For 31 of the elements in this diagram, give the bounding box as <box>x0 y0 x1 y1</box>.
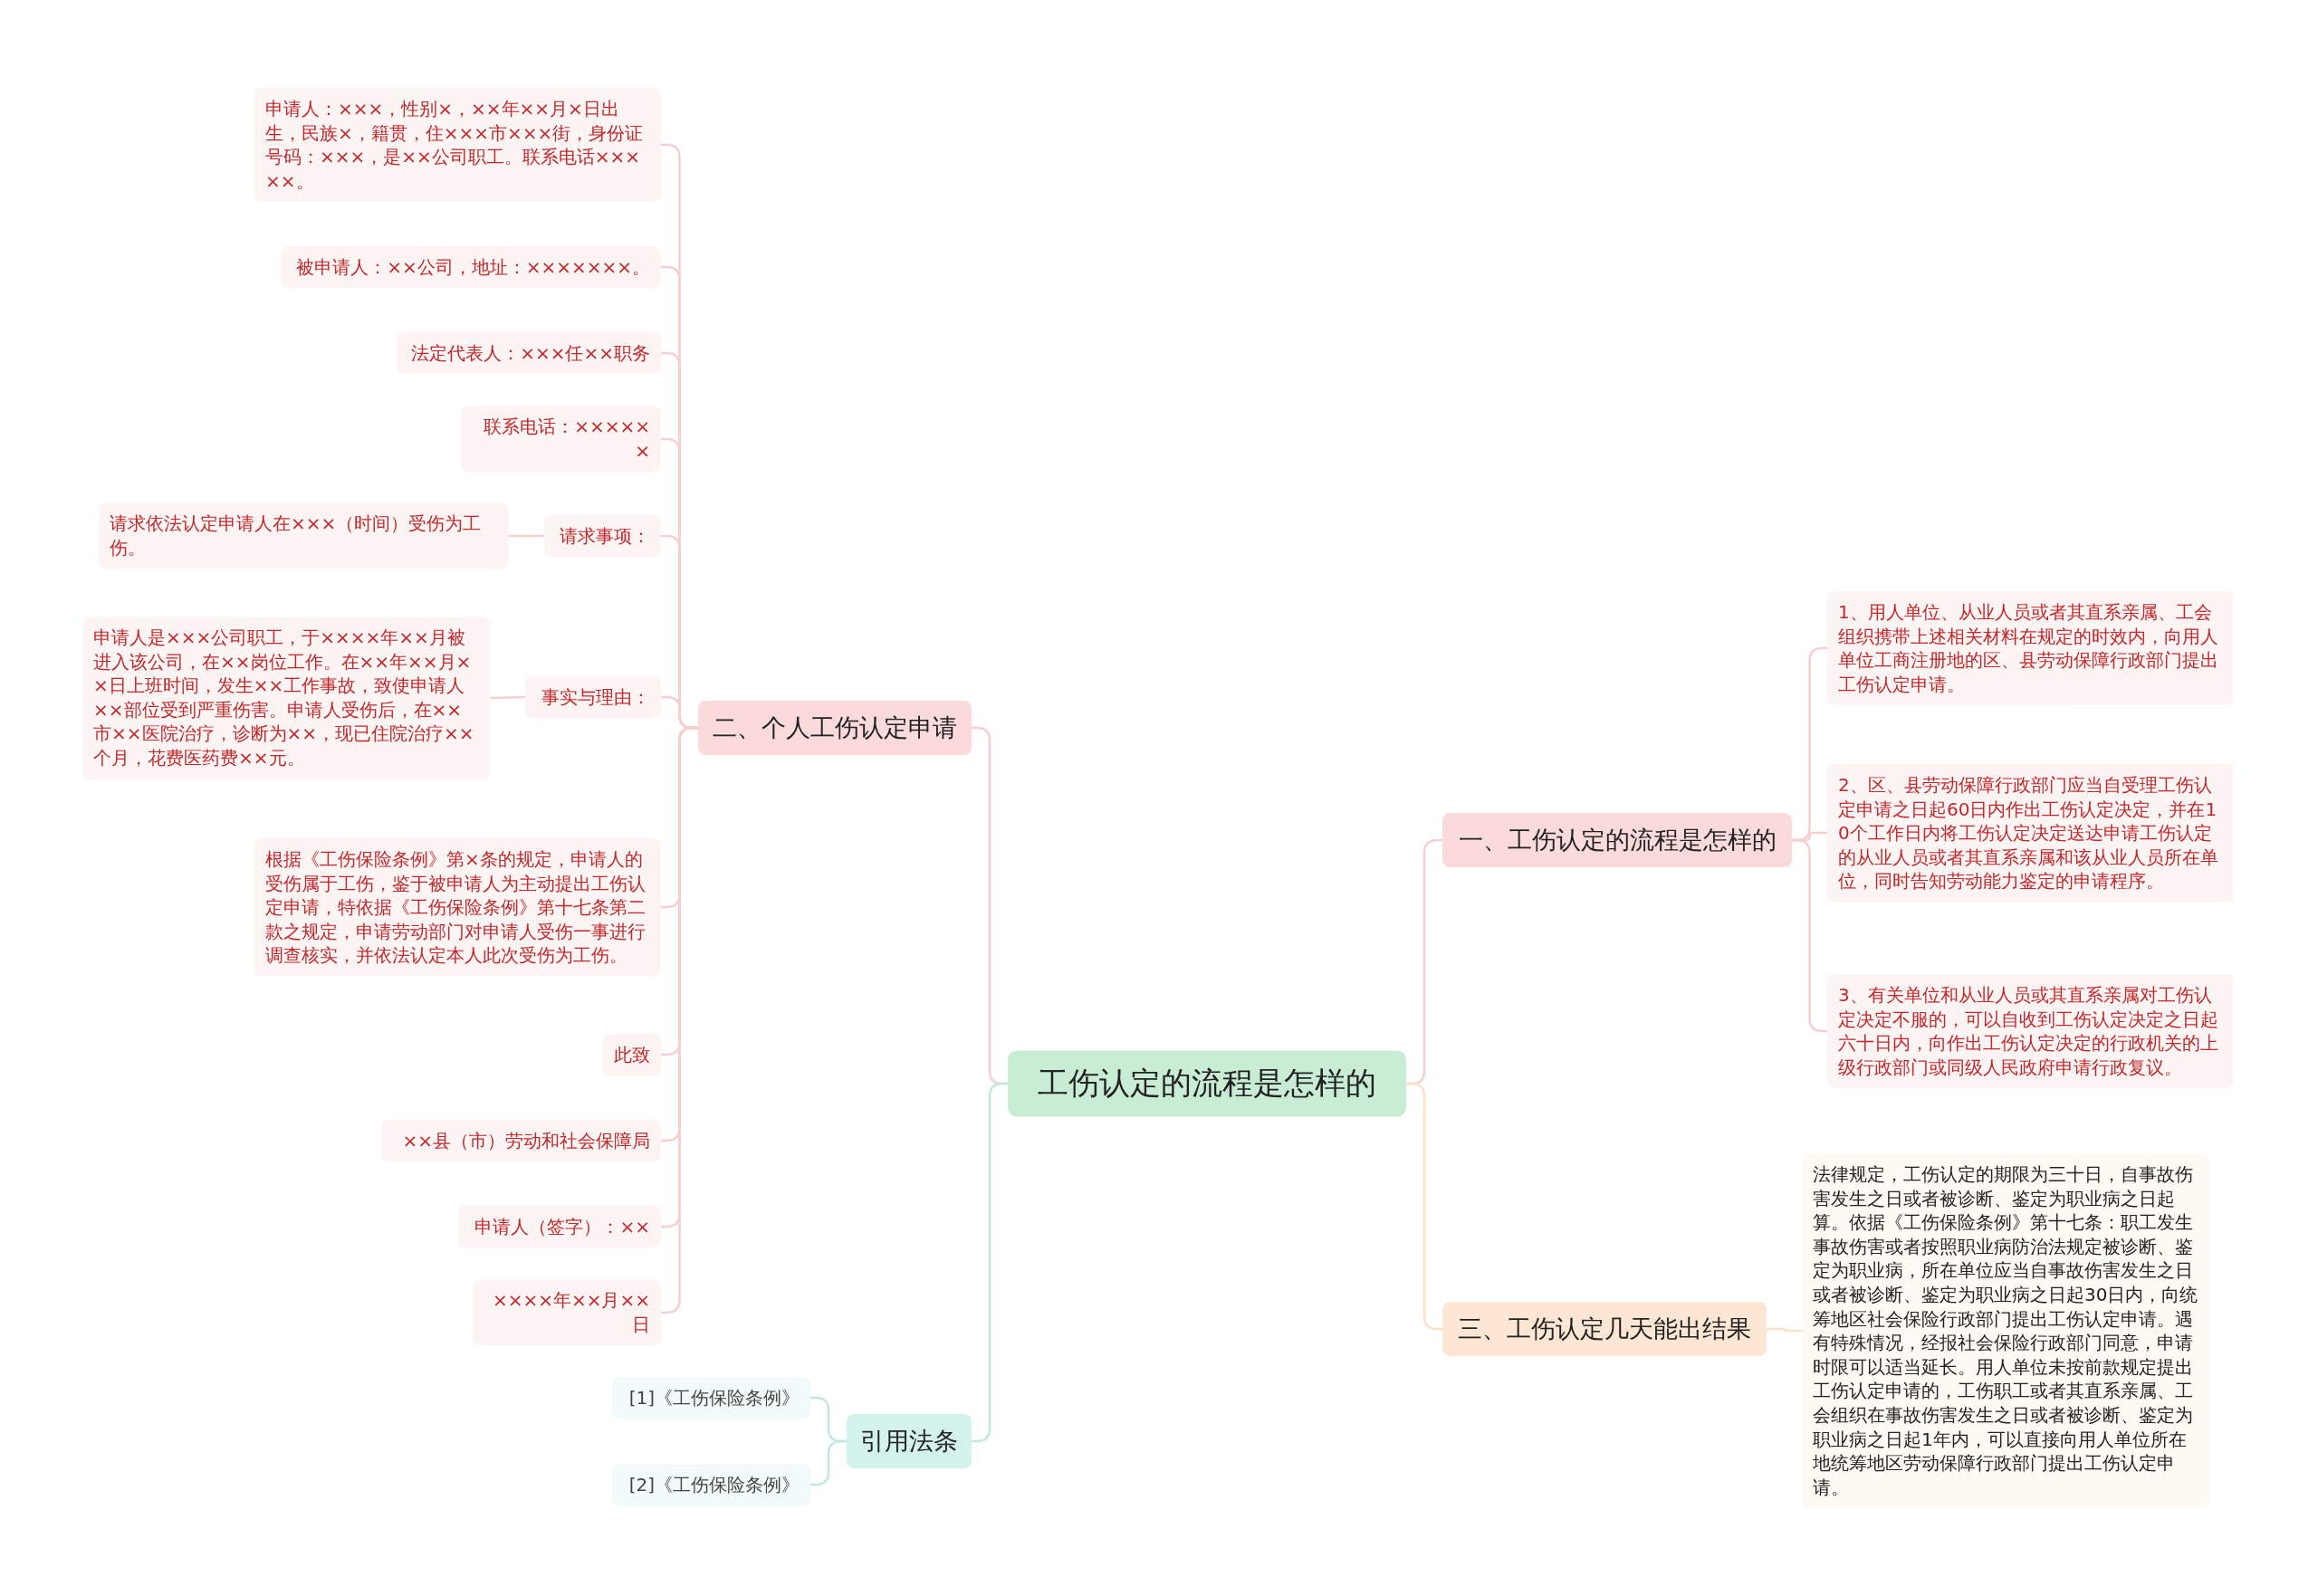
branch-topic: 三、工伤认定几天能出结果 <box>1442 1302 1767 1356</box>
branch-topic: 二、个人工伤认定申请 <box>698 701 972 755</box>
subtopic-box: 1、用人单位、从业人员或者其直系亲属、工会组织携带上述相关材料在规定的时效内，向用人单位工商注册地的区、县劳动保障行政部门提出工伤认定申请。 <box>1827 590 2234 706</box>
subtopic-box: 法定代表人：×××任××职务 <box>397 331 661 375</box>
connector-line <box>1406 1082 1442 1331</box>
subtopic-box: 2、区、县劳动保障行政部门应当自受理工伤认定申请之日起60日内作出工伤认定决定，并在10个工作日内将工伤认定决定送达申请工伤认定的从业人员或者其直系亲属和该从业人员所在单位，同时告知劳动能力鉴定的申请程序。 <box>1827 763 2234 903</box>
connector-line <box>489 695 526 700</box>
subtopic-box: 3、有关单位和从业人员或其直系亲属对工伤认定决定不服的，可以自收到工伤认定决定之日起六十日内，向作出工伤认定决定的行政机关的上级行政部门或同级人民政府申请行政复议。 <box>1827 973 2234 1089</box>
subtopic-box: ××××年××月××日 <box>473 1279 661 1346</box>
subtopic-box: 申请人：×××，性别×，××年××月×日出生，民族×，籍贯，住×××市×××街，身份证号码：×××，是××公司职工。联系电话×××××。 <box>254 87 661 203</box>
subtopic-box: 根据《工伤保险条例》第×条的规定，申请人的受伤属于工伤，鉴于被申请人为主动提出工伤认定申请，特依据《工伤保险条例》第十七条第二款之规定，申请劳动部门对申请人受伤一事进行调查核实，并依法认定本人此次受伤为工伤。 <box>254 837 661 977</box>
subtopic-box: 联系电话：×××××× <box>461 406 661 473</box>
subtopic-box: 事实与理由： <box>525 675 661 719</box>
branch-topic: 引用法条 <box>847 1414 972 1468</box>
connector-line <box>810 1439 847 1486</box>
central-topic: 工伤认定的流程是怎样的 <box>1008 1050 1406 1117</box>
subtopic-box: 此致 <box>603 1033 661 1076</box>
subtopic-box: 请求事项： <box>544 514 661 558</box>
connector-line <box>1792 838 1827 1033</box>
connector-line <box>1767 1327 1802 1333</box>
branch-topic: 一、工伤认定的流程是怎样的 <box>1442 813 1792 867</box>
connector-line <box>509 534 544 538</box>
subtopic-box: 申请人是×××公司职工，于××××年××月被进入该公司，在××岗位工作。在××年××月××日上班时间，发生××工作事故，致使申请人××部位受到严重伤害。申请人受伤后，在××市××医院治疗，诊断为××，现已住院治疗××个月，花费医药费××元。 <box>82 616 490 779</box>
subtopic-box: ××县（市）劳动和社会保障局 <box>381 1119 661 1162</box>
subtopic-box: 申请人（签字）：×× <box>458 1205 661 1248</box>
connector-line <box>972 1082 1008 1443</box>
subtopic-box: [2]《工伤保险条例》 <box>612 1463 810 1506</box>
subtopic-box: 请求依法认定申请人在×××（时间）受伤为工伤。 <box>99 502 509 569</box>
subtopic-box: 法律规定，工伤认定的期限为三十日，自事故伤害发生之日或者被诊断、鉴定为职业病之日起算。依据《工伤保险条例》第十七条：职工发生事故伤害或者按照职业病防治法规定被诊断、鉴定为职业病，所在单位应当自事故伤害发生之日或者被诊断、鉴定为职业病之日起30日内，向统筹地区社会保险行政部门提出工伤认定申请。遇有特殊情况，经报社会保险行政部门同意，申请时限可以适当延长。用人单位未按前款规定提出工伤认定申请的，工伤职工或者其直系亲属、工会组织在事故伤害发生之日或者被诊断、鉴定为职业病之日起1年内，可以直接向用人单位所在地统筹地区劳动保障行政部门提出工伤认定申请。 <box>1802 1152 2209 1509</box>
subtopic-box: 被申请人：××公司，地址：×××××××。 <box>281 245 661 289</box>
subtopic-box: [1]《工伤保险条例》 <box>612 1376 810 1419</box>
